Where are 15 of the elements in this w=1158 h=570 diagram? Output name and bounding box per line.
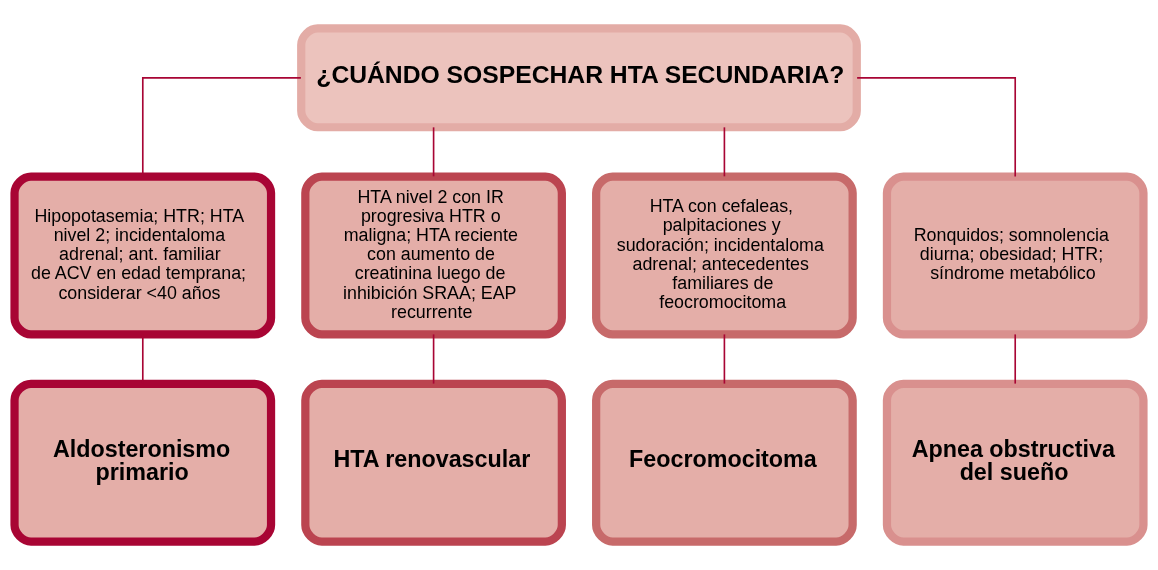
node-box: HTA renovascular (301, 379, 566, 546)
node-box: Aldosteronismo primario (10, 379, 276, 546)
connector (1014, 333, 1017, 385)
connector (856, 77, 1017, 178)
connector (432, 333, 435, 385)
node-box: Apnea obstructiva del sueño (882, 379, 1148, 546)
node-box: HTA con cefaleas, palpitaciones y sudoración; incidentaloma adrenal; antecedentes familiares de feocromocitoma (592, 172, 857, 339)
node-box: Feocromocitoma (592, 379, 857, 546)
node-box: Hipopotasemia; HTR; HTA nivel 2; incidentaloma adrenal; ant. familiar de ACV en edad temprana; considerar <40 años (10, 172, 276, 339)
node-box: Ronquidos; somnolencia diurna; obesidad; HTR; síndrome metabólico (882, 172, 1148, 339)
node-box: ¿CUÁNDO SOSPECHAR HTA SECUNDARIA? (297, 24, 861, 132)
connector (432, 126, 435, 178)
connector (723, 126, 726, 178)
connector (723, 333, 726, 385)
node-box: HTA nivel 2 con IR progresiva HTR o maligna; HTA reciente con aumento de creatinina luego de inhibición SRAA; EAP recurrente (301, 172, 566, 339)
